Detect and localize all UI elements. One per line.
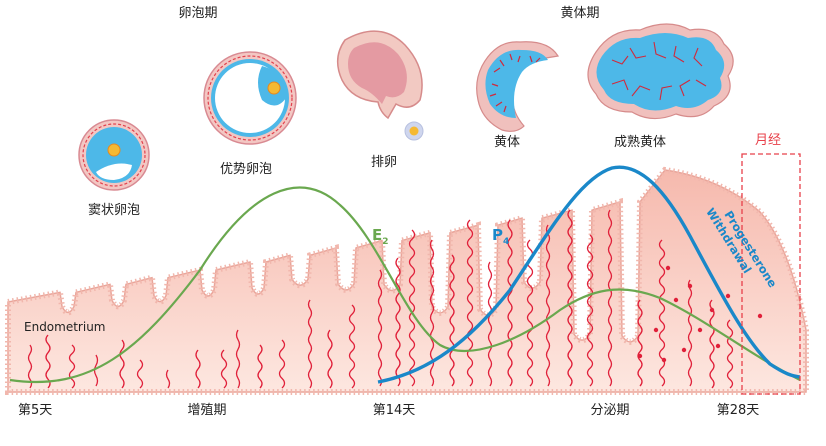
spiral-artery	[466, 219, 474, 387]
spiral-artery	[586, 234, 594, 387]
blood-dot	[637, 353, 643, 359]
blood-dot	[665, 265, 671, 271]
dominant-follicle-illustration	[203, 51, 297, 145]
spiral-artery	[327, 329, 333, 389]
e2-curve	[9, 186, 801, 384]
endometrium-label: Endometrium	[24, 320, 106, 334]
spiral-artery	[726, 319, 734, 389]
blood-dot	[681, 347, 687, 353]
proliferative-phase-label: 增殖期	[187, 402, 226, 418]
spiral-artery	[507, 219, 513, 387]
antral-follicle-label: 窦状卵泡	[88, 203, 140, 218]
blood-dot	[757, 313, 763, 319]
spiral-artery	[93, 354, 99, 387]
secretory-phase-label: 分泌期	[590, 403, 629, 418]
corpus-luteum-label: 黄体	[494, 135, 520, 150]
ovulation-label: 排卵	[371, 155, 397, 170]
menstruation-label: 月经	[755, 133, 781, 148]
blood-dot	[709, 307, 715, 313]
menstruation-box	[741, 153, 801, 395]
spiral-artery	[257, 344, 263, 389]
spiral-artery	[607, 209, 613, 387]
spiral-artery	[348, 304, 356, 389]
spiral-artery	[487, 261, 493, 387]
spiral-artery	[637, 299, 643, 387]
blood-dot	[653, 327, 659, 333]
spiral-artery	[45, 334, 51, 389]
spiral-artery	[136, 359, 144, 389]
day28-label: 第28天	[717, 403, 760, 418]
p4-curve	[377, 165, 801, 384]
spiral-artery	[395, 257, 401, 387]
follicular-phase-label: 卵泡期	[178, 6, 217, 21]
ovulation-illustration	[336, 30, 424, 141]
p4-label: P4	[492, 226, 509, 247]
spiral-artery	[220, 349, 228, 389]
blood-dot	[715, 343, 721, 349]
spiral-artery	[165, 369, 171, 389]
corpus-luteum-illustration	[476, 41, 559, 132]
endometrium-tissue	[5, 166, 809, 395]
spiral-artery	[235, 329, 241, 389]
spiral-artery	[195, 349, 201, 389]
spiral-artery	[68, 344, 76, 389]
spiral-artery	[449, 254, 455, 387]
luteal-phase-label: 黄体期	[560, 6, 599, 21]
blood-dot	[673, 297, 679, 303]
epithelium-cells	[5, 166, 809, 395]
blood-dot	[697, 327, 703, 333]
spiral-artery	[278, 339, 286, 389]
spiral-artery	[408, 229, 416, 387]
spiral-artery	[545, 224, 551, 387]
spiral-artery	[687, 279, 693, 387]
mature-corpus-luteum-label: 成熟黄体	[614, 134, 666, 150]
blood-dot	[661, 357, 667, 363]
spiral-artery	[709, 299, 715, 389]
spiral-artery	[377, 269, 383, 387]
blood-dots	[637, 265, 763, 363]
day14-label: 第14天	[373, 403, 416, 418]
blood-dot	[725, 293, 731, 299]
antral-follicle-illustration	[78, 119, 150, 191]
spiral-artery	[119, 339, 125, 389]
mature-corpus-luteum-illustration	[587, 23, 734, 120]
spiral-arteries	[27, 209, 734, 389]
spiral-artery	[567, 209, 573, 387]
day5-label: 第5天	[18, 403, 52, 418]
blood-dot	[687, 283, 693, 289]
dominant-follicle-label: 优势卵泡	[220, 161, 272, 177]
e2-label: E2	[372, 226, 389, 247]
spiral-artery	[27, 344, 33, 389]
spiral-artery	[307, 299, 313, 389]
